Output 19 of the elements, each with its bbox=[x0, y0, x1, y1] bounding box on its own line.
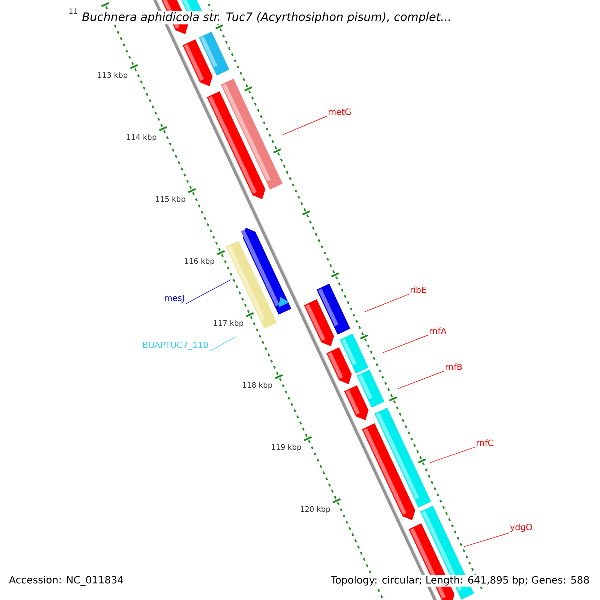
gene-label: metG bbox=[328, 108, 351, 116]
summary-label: Topology: circular; Length: 641,895 bp; Genes: 588 bbox=[330, 575, 591, 587]
accession-label: Accession: NC_011834 bbox=[8, 575, 125, 587]
gene-label: rnfB bbox=[446, 364, 462, 370]
leader-line bbox=[398, 371, 444, 390]
leader-line bbox=[186, 280, 232, 304]
title: Buchnera aphidicola str. Tuc7 (Acyrthosiphon pisum), complet... bbox=[81, 11, 453, 25]
leader-line bbox=[430, 447, 476, 464]
leader-line bbox=[364, 294, 410, 312]
gene-label: mesJ bbox=[165, 295, 184, 303]
gene-label: rnfC bbox=[476, 440, 494, 446]
leader-line bbox=[282, 116, 328, 136]
gene-label: ribE bbox=[410, 286, 426, 294]
gene-label: BUAPTUC7_110 bbox=[143, 342, 208, 350]
leader-line bbox=[382, 335, 428, 354]
leader-line bbox=[464, 533, 510, 548]
gene-label: ydgO bbox=[510, 524, 532, 532]
leader-line bbox=[210, 336, 236, 352]
gene-label: rnfA bbox=[430, 328, 447, 334]
